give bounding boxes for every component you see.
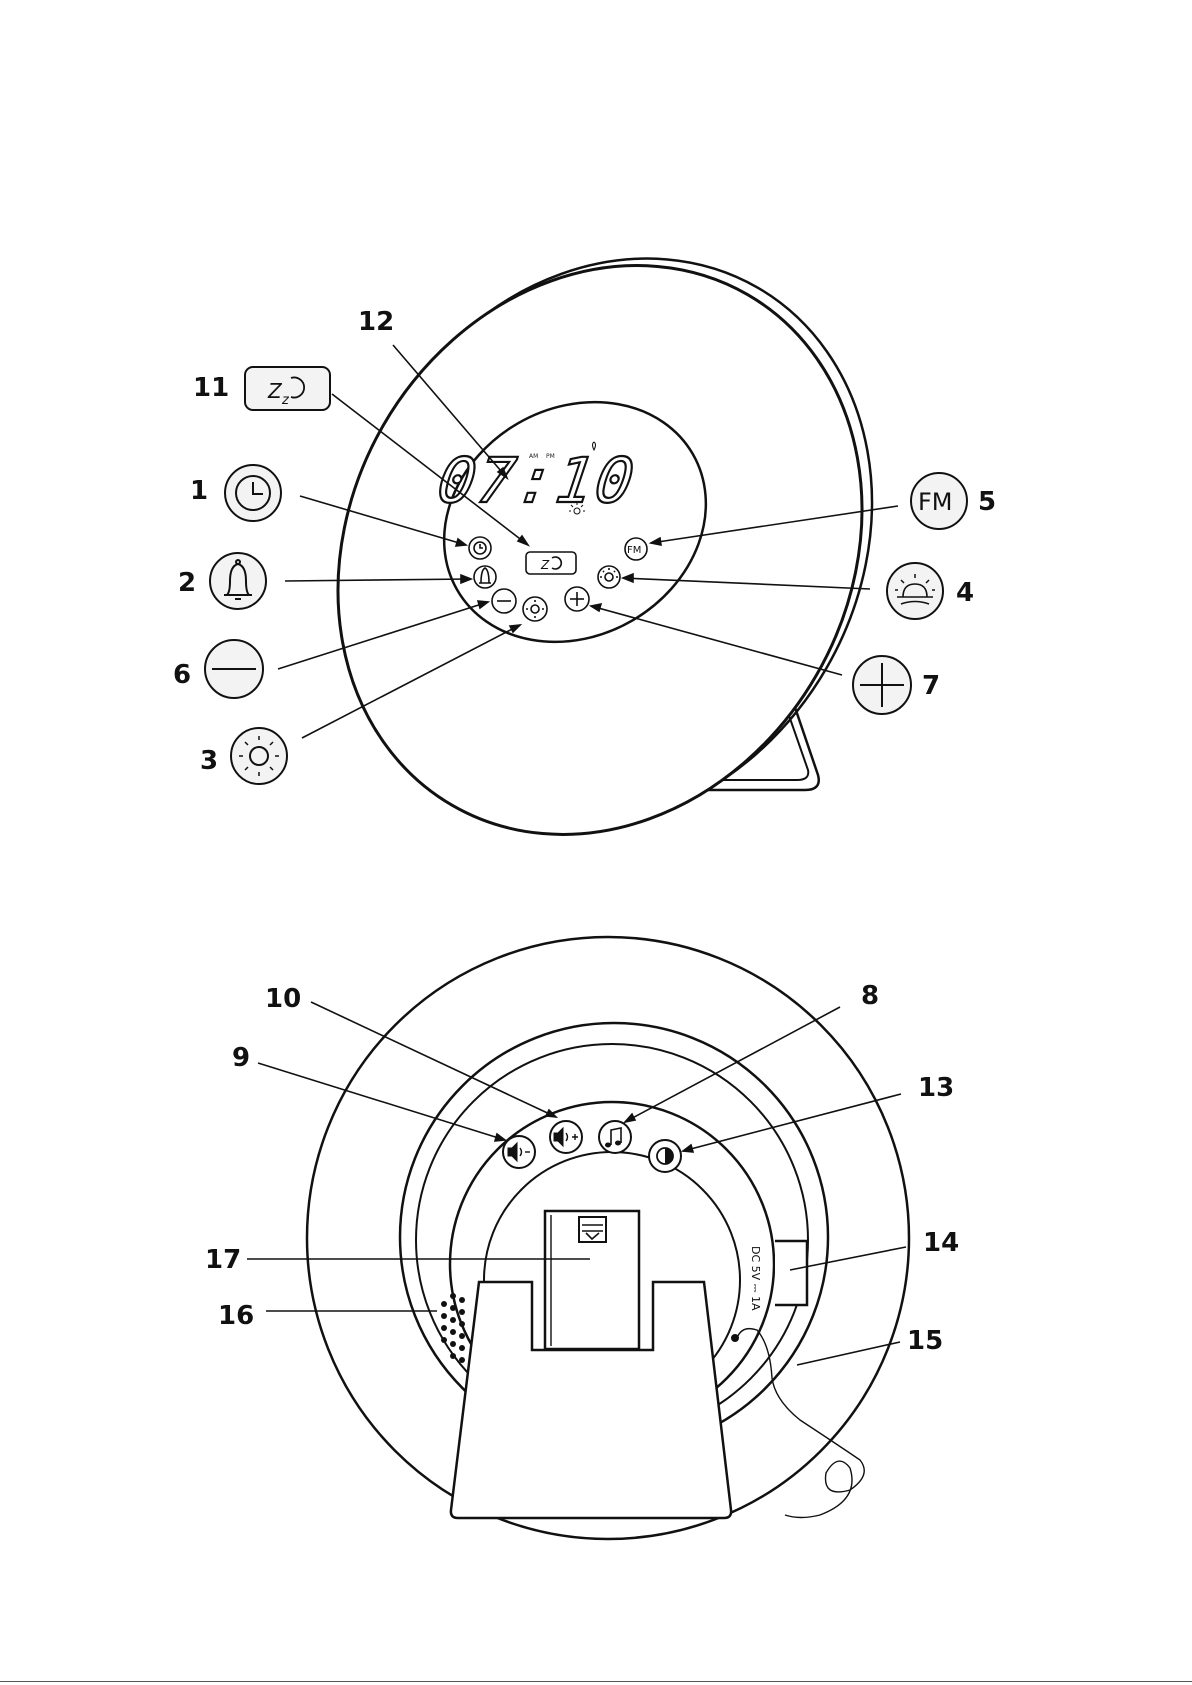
lcd-display: 07:10 AM PM xyxy=(433,442,640,517)
callout-14: 14 xyxy=(923,1228,959,1258)
minus-icon xyxy=(205,640,263,698)
face-sunrise-button[interactable] xyxy=(598,566,620,588)
callout-16: 16 xyxy=(218,1301,254,1331)
svg-text:z: z xyxy=(281,393,290,408)
callout-4: 4 xyxy=(956,578,974,608)
back-view xyxy=(307,937,909,1539)
face-fm-button[interactable]: FM xyxy=(625,538,647,560)
display-pm: PM xyxy=(546,453,555,460)
callout-1: 1 xyxy=(190,476,208,506)
volume-up-icon[interactable] xyxy=(550,1121,582,1153)
fm-radio-icon: FM xyxy=(911,473,967,529)
display-am: AM xyxy=(529,453,538,460)
callout-8: 8 xyxy=(861,981,879,1011)
sun-icon xyxy=(231,728,287,784)
callout-2: 2 xyxy=(178,568,196,598)
sunrise-icon xyxy=(887,563,943,619)
snooze-icon: Z z xyxy=(245,367,330,410)
callout-11: 11 xyxy=(193,373,229,403)
dc-jack-port xyxy=(775,1241,807,1305)
bell-icon xyxy=(210,553,266,609)
face-snooze-button[interactable]: Z xyxy=(526,552,576,574)
music-note-icon[interactable] xyxy=(599,1121,631,1153)
clock-icon xyxy=(225,465,281,521)
front-view xyxy=(236,163,974,931)
volume-down-icon[interactable] xyxy=(503,1136,535,1168)
callout-12: 12 xyxy=(358,307,394,337)
half-circle-icon[interactable] xyxy=(649,1140,681,1172)
fm-icon-label: FM xyxy=(918,488,953,516)
callout-13: 13 xyxy=(918,1073,954,1103)
face-alarm-button[interactable] xyxy=(474,566,496,588)
callout-9: 9 xyxy=(232,1043,250,1073)
plus-icon xyxy=(853,656,911,714)
face-plus-button[interactable] xyxy=(565,587,589,611)
callout-7: 7 xyxy=(922,671,940,701)
svg-text:Z: Z xyxy=(267,379,283,403)
callout-17: 17 xyxy=(205,1245,241,1275)
face-snooze-icon: Z xyxy=(540,558,550,572)
face-light-button[interactable] xyxy=(523,597,547,621)
callout-6: 6 xyxy=(173,660,191,690)
callout-10: 10 xyxy=(265,984,301,1014)
speaker-grille xyxy=(441,1293,465,1363)
battery-compartment xyxy=(545,1211,639,1349)
callout-15: 15 xyxy=(907,1326,943,1356)
face-clock-button[interactable] xyxy=(469,537,491,559)
callout-5: 5 xyxy=(978,487,996,517)
back-buttons xyxy=(503,1121,681,1172)
page-bottom-rule xyxy=(0,1681,1192,1682)
callout-3: 3 xyxy=(200,746,218,776)
power-rating-label: DC 5V ⎓ 1A xyxy=(749,1246,762,1311)
face-minus-button[interactable] xyxy=(492,589,516,613)
face-fm-label: FM xyxy=(627,545,641,556)
lamp-body xyxy=(236,170,964,931)
